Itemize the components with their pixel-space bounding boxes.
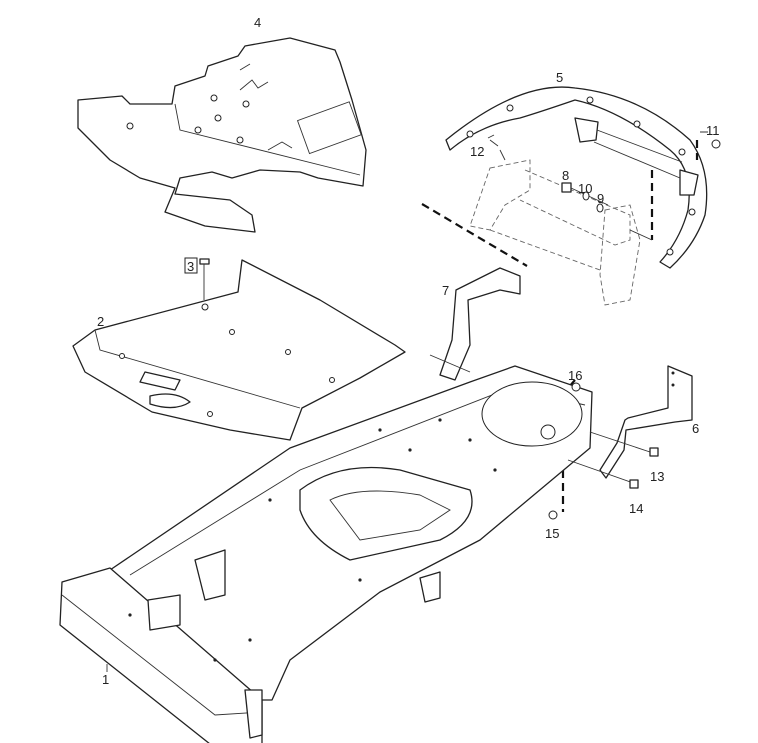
label-5: 5 (556, 70, 563, 85)
label-15: 15 (545, 526, 559, 541)
bolt-washer-stack (487, 134, 721, 213)
label-1: 1 (102, 672, 109, 687)
footplate (72, 259, 406, 441)
callout-labels: 1 2 3 4 5 6 7 8 9 10 11 12 13 14 15 16 (97, 15, 720, 687)
bracket-left (429, 267, 521, 381)
label-10: 10 (578, 181, 592, 196)
label-9: 9 (597, 191, 604, 206)
label-8: 8 (562, 168, 569, 183)
label-6: 6 (692, 421, 699, 436)
label-14: 14 (629, 501, 643, 516)
label-3: 3 (187, 259, 194, 274)
rear-bumper (445, 86, 708, 269)
label-12: 12 (470, 144, 484, 159)
leader-line (421, 203, 528, 267)
ghost-frame-outline (469, 159, 641, 306)
label-16: 16 (568, 368, 582, 383)
screw (199, 258, 210, 300)
label-4: 4 (254, 15, 261, 30)
leader-line (499, 131, 708, 241)
floor-mat (77, 37, 367, 233)
label-7: 7 (442, 283, 449, 298)
bracket-right (548, 365, 693, 520)
label-11: 11 (706, 123, 720, 138)
label-2: 2 (97, 314, 104, 329)
label-13: 13 (650, 469, 664, 484)
main-frame (59, 365, 593, 743)
